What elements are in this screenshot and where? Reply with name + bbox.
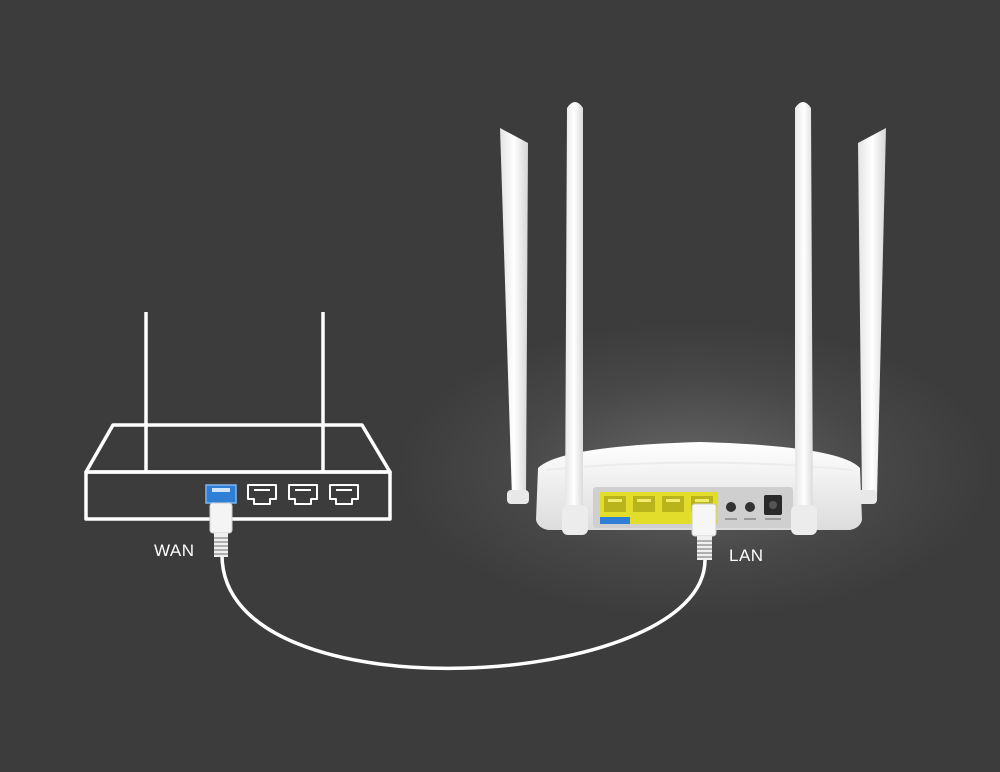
- modem-lan-port-1-icon: [247, 484, 277, 505]
- modem-icon: [84, 312, 392, 521]
- modem-lan-port-3-icon: [329, 484, 359, 505]
- router-icon: [500, 102, 886, 535]
- router-wan-tag: [600, 517, 630, 524]
- router-antenna-back-right: [858, 128, 886, 498]
- lan-label: LAN: [729, 546, 764, 565]
- modem-lan-port-2-icon: [288, 484, 318, 505]
- router-antenna-back-left: [500, 128, 528, 498]
- router-reset-button: [745, 502, 755, 512]
- ethernet-cable: [220, 553, 707, 670]
- router-antenna-front-left: [563, 102, 585, 532]
- wan-label: WAN: [154, 541, 195, 560]
- modem-top: [84, 423, 392, 474]
- router-wifi-button: [726, 502, 736, 512]
- lan-plug-icon: [691, 503, 717, 560]
- modem-front: [84, 470, 392, 521]
- wan-plug-icon: [209, 502, 233, 557]
- router-antenna-front-right: [793, 102, 815, 532]
- modem-wan-port-icon: [205, 484, 237, 505]
